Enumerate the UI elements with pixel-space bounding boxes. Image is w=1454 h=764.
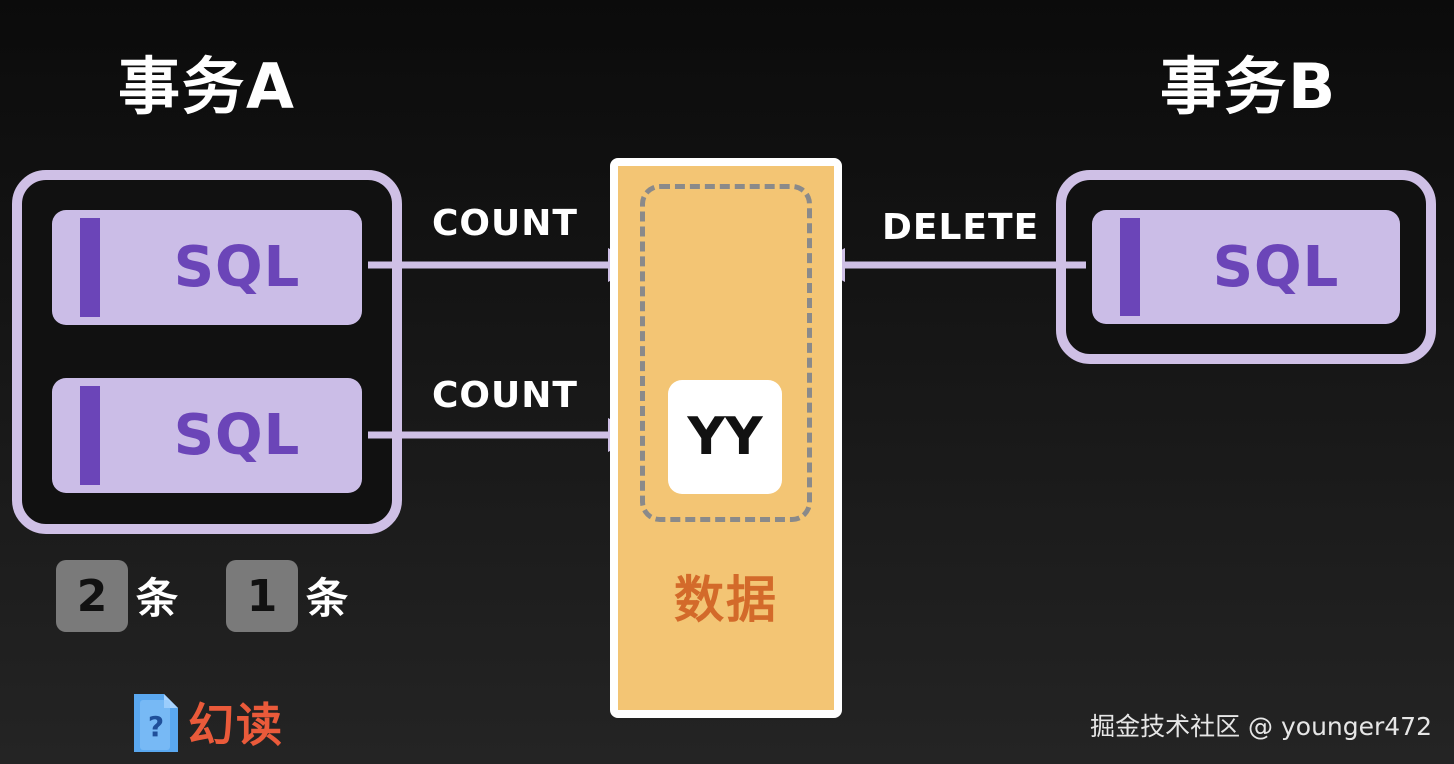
delete-label: DELETE: [882, 207, 1040, 248]
sql-marker-bar: [1120, 218, 1140, 316]
scan-range-dashed-box: [640, 184, 812, 522]
arrow-count-1: [368, 248, 640, 282]
question-document-icon: ?: [134, 694, 178, 752]
sql-label: SQL: [1212, 234, 1340, 300]
result-count-2: 1: [226, 560, 298, 632]
data-label: 数据: [674, 571, 778, 629]
transaction-a-sql-1[interactable]: SQL: [52, 210, 362, 325]
svg-text:?: ?: [148, 710, 164, 743]
arrow-delete: [813, 248, 1086, 282]
phantom-read-label: 幻读: [188, 698, 284, 752]
result-unit-2: 条: [306, 574, 349, 623]
sql-marker-bar: [80, 218, 100, 317]
transaction-b-sql-1[interactable]: SQL: [1092, 210, 1400, 324]
transaction-b-title: 事务B: [1160, 50, 1338, 123]
result-unit-1: 条: [136, 574, 179, 623]
sql-label: SQL: [173, 235, 301, 300]
sql-marker-bar: [80, 386, 100, 485]
transaction-a-title: 事务A: [118, 50, 296, 123]
count-label-2: COUNT: [432, 375, 578, 416]
data-row-yy[interactable]: YY: [668, 380, 782, 494]
watermark: 掘金技术社区 @ younger472: [1090, 712, 1432, 741]
result-count-1: 2: [56, 560, 128, 632]
count-label-1: COUNT: [432, 203, 578, 244]
sql-label: SQL: [173, 403, 301, 468]
transaction-a-sql-2[interactable]: SQL: [52, 378, 362, 493]
arrow-count-2: [368, 418, 640, 452]
